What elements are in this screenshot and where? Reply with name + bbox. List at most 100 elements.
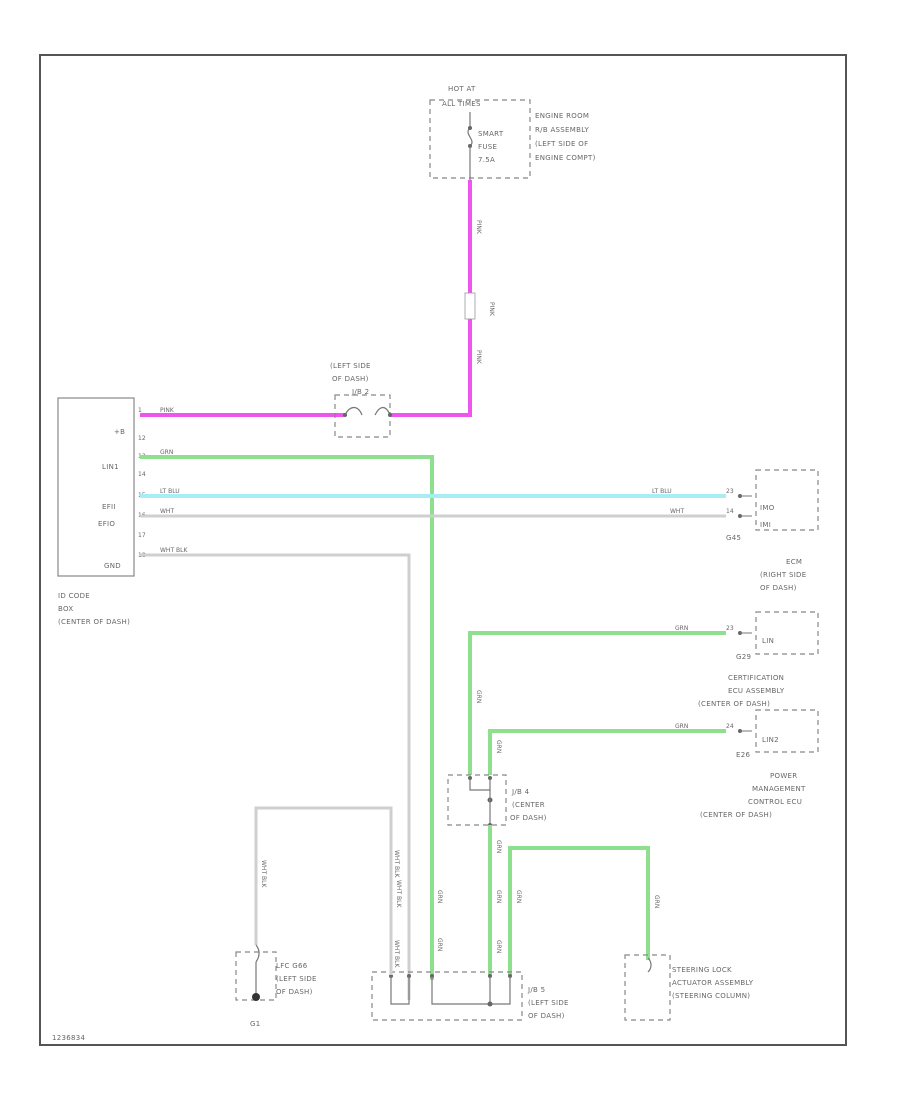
cert-pin: 23 [726,625,734,632]
pin-1-name: +B [114,428,125,436]
green-wire-label-3: GRN [436,938,443,951]
pm-name-1: POWER [770,772,797,780]
wht-blk-ground-wire [254,806,393,975]
pink-wire-label-2: PINK [488,302,495,317]
rb-name-3: (LEFT SIDE OF [535,140,588,148]
fuse-icon [467,127,473,147]
steering-wire-label-2: GRN [653,895,660,908]
wht-blk-label-2: WHT BLK [393,850,400,878]
engine-room-rb-assembly: HOT AT ALL TIMES SMART FUSE 7.5A ENGINE … [429,85,596,180]
rb-name-1: ENGINE ROOM [535,112,589,120]
jb4-wire-label-3: GRN [495,940,502,953]
pm-connector: E26 [736,751,750,759]
wht-blk-label-1: WHT BLK [160,547,188,554]
pm-name-3: CONTROL ECU [748,798,802,806]
green-wire-pm [488,729,726,775]
pm-name-2: MANAGEMENT [752,785,806,793]
ground-wire-label-2: WHT BLK [395,880,402,908]
ecm-pin-a: 23 [726,488,734,495]
diagram-code: 1236834 [52,1034,86,1042]
ecm-pin-a-name: IMO [760,504,775,512]
fuse-rating: 7.5A [478,156,495,164]
cert-name-3: (CENTER OF DASH) [698,700,770,708]
all-times-label: ALL TIMES [442,100,481,108]
fuse-name: SMART [478,130,504,138]
cert-connector: G29 [736,653,751,661]
ecm-name-3: OF DASH) [760,584,797,592]
fuse-type: FUSE [478,143,497,151]
green-wire-label-1: GRN [160,449,173,456]
wht-blk-label-3: WHT BLK [393,940,400,968]
jb5-label-3: OF DASH) [528,1012,565,1020]
ecm: 23 14 IMO IMI G45 ECM (RIGHT SIDE OF DAS… [726,469,819,592]
green-wire-lin1 [140,455,434,980]
lt-blu-label-2: LT BLU [652,488,672,495]
pink-wire-label-1: PINK [475,220,482,235]
pink-wire-label-3: PINK [475,350,482,365]
id-code-box: 1 +B 12 13 LIN1 14 15 EFII 16 EFIO 17 18… [57,397,146,577]
jb2-label-2: OF DASH) [332,375,369,383]
ground-icon [252,993,260,1001]
ecm-pin-b: 14 [726,508,734,515]
pm-pin-name: LIN2 [762,736,779,744]
steering-wire-label-1: GRN [515,890,522,903]
pm-pin: 24 [726,723,734,730]
cert-name-2: ECU ASSEMBLY [728,687,785,695]
junction-block-2: (LEFT SIDE OF DASH) J/B 2 [330,362,392,438]
cert-pin-name: LIN [762,637,774,645]
green-wire-cert [468,631,726,775]
ground-wire-label-1: WHT BLK [260,860,267,888]
jb5-label-2: (LEFT SIDE [528,999,569,1007]
id-code-box-name-1: ID CODE [58,592,90,600]
pink-wire-connector [464,292,476,320]
wht-blk-wire [140,553,411,1000]
pin-1-num: 1 [138,407,142,414]
jb5-label-1: J/B 5 [527,986,545,994]
pm-wire-label: GRN [675,723,688,730]
steering-name-2: ACTUATOR ASSEMBLY [672,979,754,987]
rb-name-2: R/B ASSEMBLY [535,126,589,134]
wht-label-1: WHT [160,508,174,515]
pin-12-num: 12 [138,435,146,442]
ecm-connector: G45 [726,534,741,542]
steering-name-1: STEERING LOCK [672,966,732,974]
pin-14-num: 14 [138,471,146,478]
ground-id: G1 [250,1020,260,1028]
cert-wire-label-v: GRN [475,690,482,703]
wht-label-2: WHT [670,508,684,515]
cert-name-1: CERTIFICATION [728,674,784,682]
lt-blu-label-1: LT BLU [160,488,180,495]
certification-ecu: 23 LIN G29 CERTIFICATION ECU ASSEMBLY (C… [698,611,819,708]
hot-at-label: HOT AT [448,85,476,93]
ground-name-3: OF DASH) [276,988,313,996]
jb2-label-1: (LEFT SIDE [330,362,371,370]
pin-15-name: EFII [102,503,116,511]
ground-point: LFC G66 (LEFT SIDE OF DASH) G1 [235,944,317,1028]
power-management-ecu: 24 LIN2 E26 POWER MANAGEMENT CONTROL ECU… [700,709,819,819]
cert-wire-label: GRN [675,625,688,632]
rb-name-4: ENGINE COMPT) [535,154,596,162]
pm-name-4: (CENTER OF DASH) [700,811,772,819]
pink-wire-label-4: PINK [160,407,175,414]
pin-16-name: EFIO [98,520,115,528]
pin-17-num: 17 [138,532,146,539]
pm-wire-label-v: GRN [495,740,502,753]
ground-connector: LFC G66 [276,962,308,970]
jb4-label-3: OF DASH) [510,814,547,822]
green-wire-label-2: GRN [436,890,443,903]
id-code-box-name-2: BOX [58,605,73,613]
pin-18-name: GND [104,562,121,570]
pin-13-name: LIN1 [102,463,119,471]
ground-name-2: (LEFT SIDE [276,975,317,983]
ecm-name-1: ECM [786,558,802,566]
junction-block-5: J/B 5 (LEFT SIDE OF DASH) [371,971,569,1021]
jb2-label-3: J/B 2 [351,388,369,396]
ecm-pin-b-name: IMI [760,521,771,529]
jb4-label-2: (CENTER [512,801,545,809]
steering-lock-actuator: STEERING LOCK ACTUATOR ASSEMBLY (STEERIN… [624,954,754,1021]
id-code-box-name-3: (CENTER OF DASH) [58,618,130,626]
junction-block-4: J/B 4 (CENTER OF DASH) [447,774,547,827]
diagram-frame [39,54,847,1046]
steering-name-3: (STEERING COLUMN) [672,992,750,1000]
